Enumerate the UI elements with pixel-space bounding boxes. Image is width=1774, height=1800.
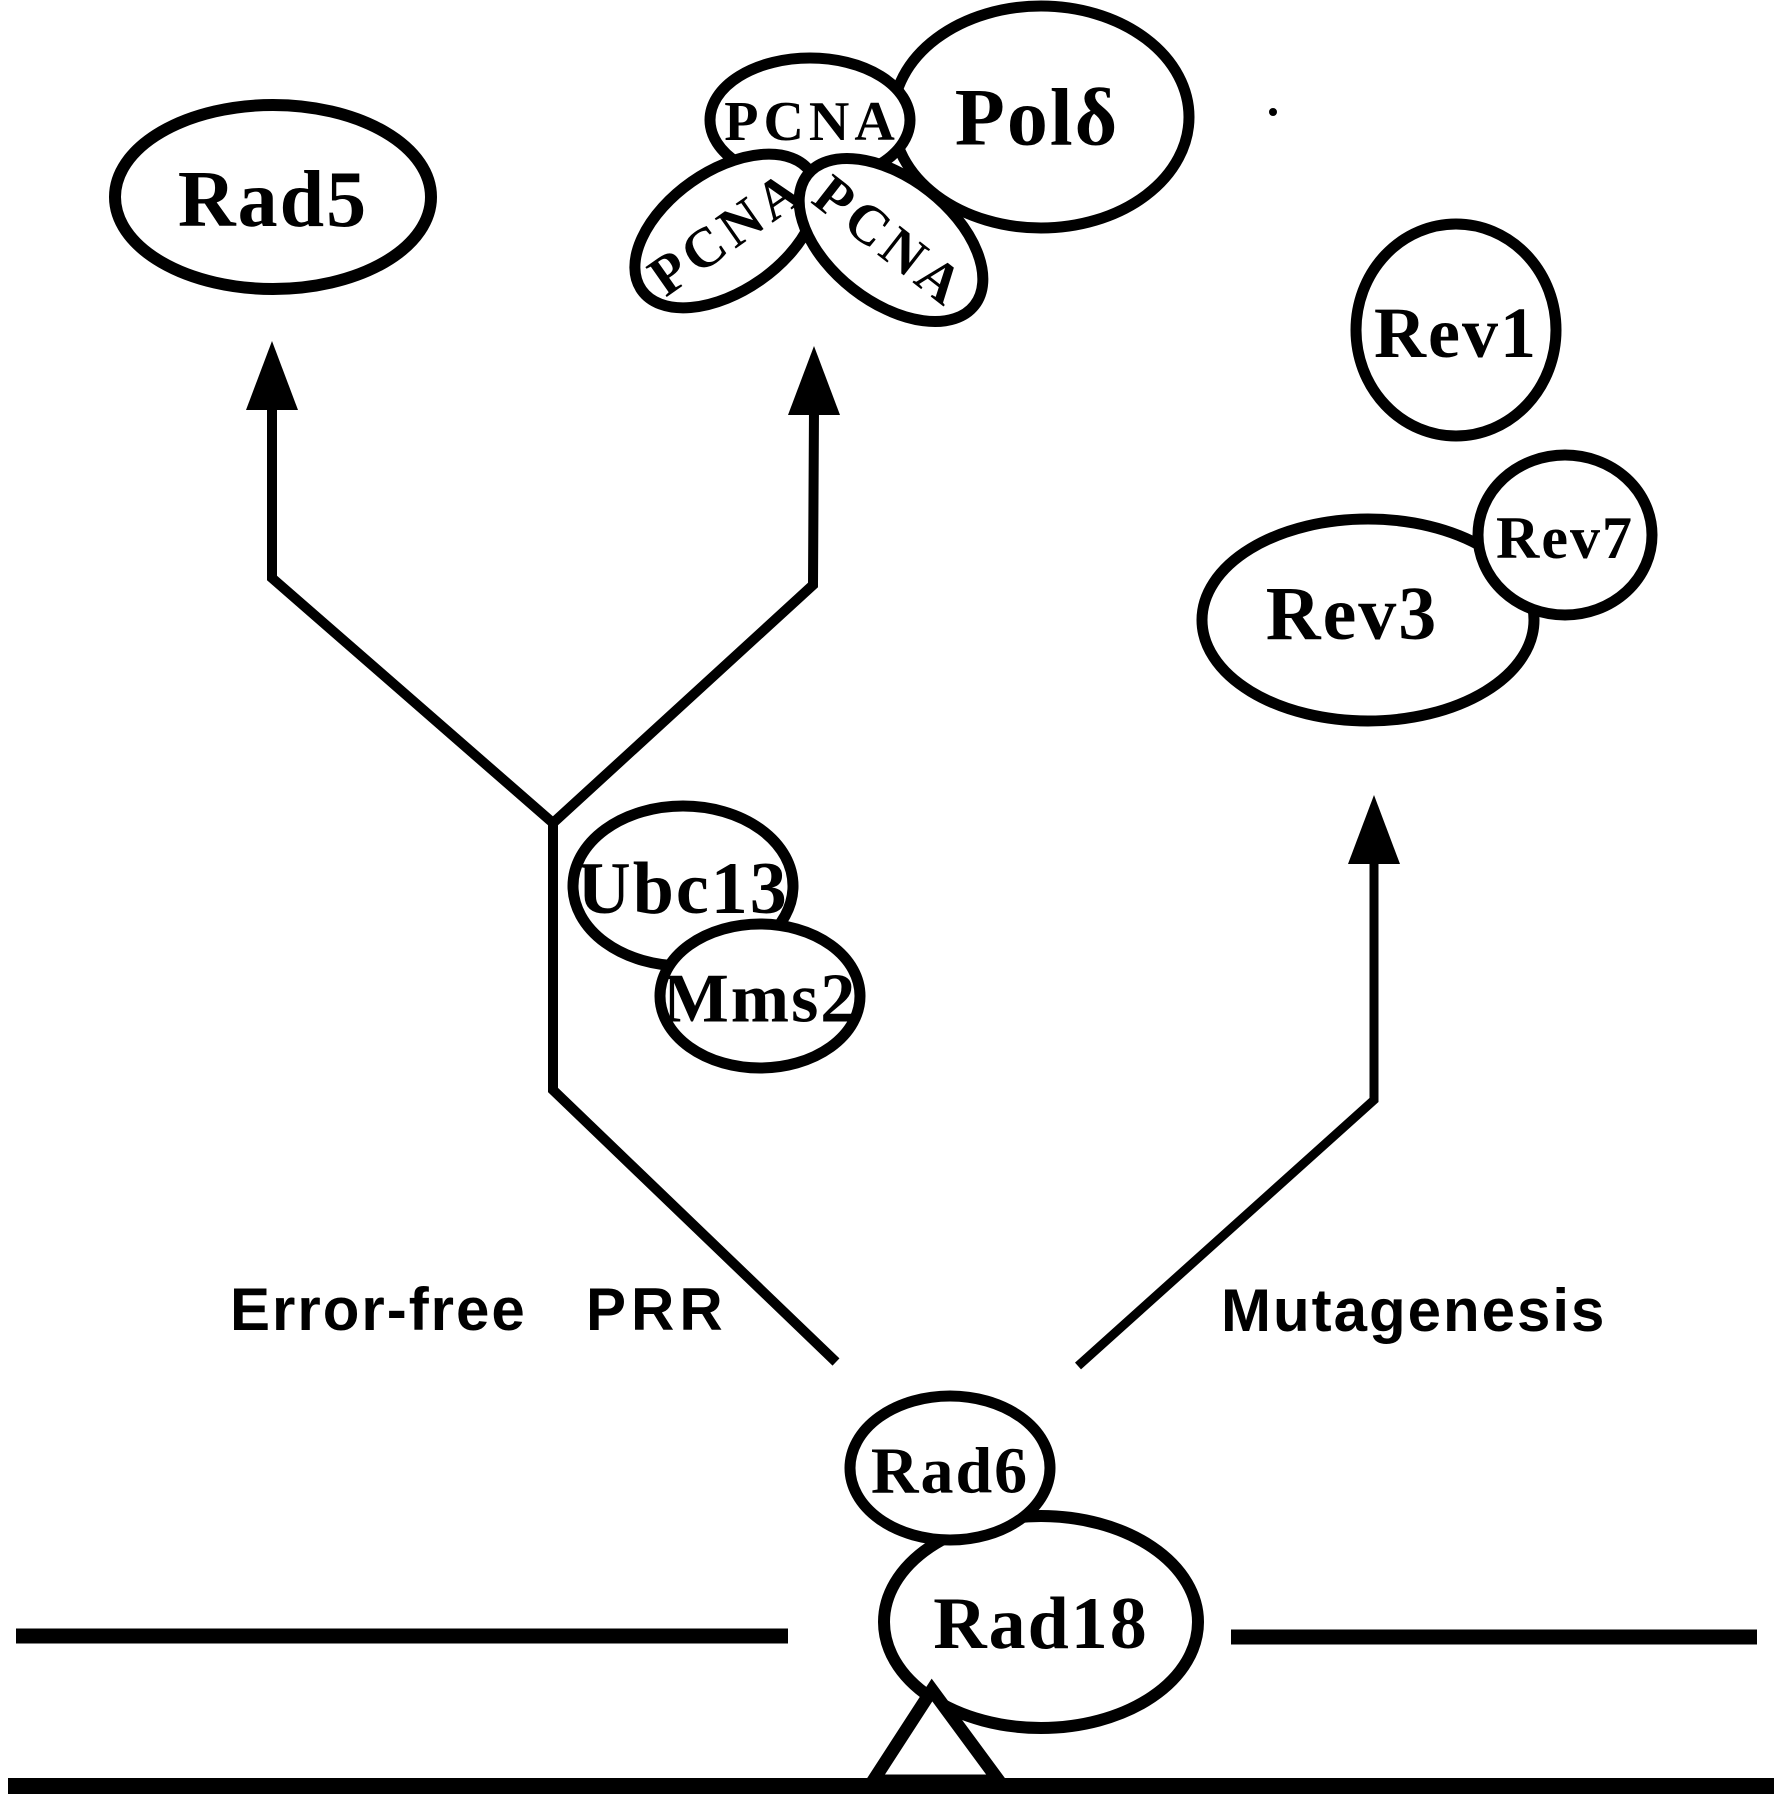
rev3-ellipse [1196, 513, 1540, 727]
mms2-label: Mms2 [663, 961, 858, 1038]
node-rev3: Rev3 [1196, 513, 1540, 727]
pcna-top-label: PCNA [724, 91, 900, 153]
error-free-right-branch-line [549, 407, 819, 827]
rad6-ellipse [844, 1390, 1056, 1546]
node-rev1: Rev1 [1350, 218, 1562, 442]
node-rad18: Rad18 [878, 1510, 1204, 1734]
rev1-label: Rev1 [1374, 293, 1538, 373]
rev3-label: Rev3 [1266, 572, 1439, 656]
print-artifact-dot [1269, 108, 1277, 116]
pol-delta-label: Polδ [955, 72, 1119, 163]
arrowhead-to-rev3-icon [1348, 795, 1400, 864]
rev7-ellipse [1472, 449, 1658, 621]
rad18-label: Rad18 [933, 1583, 1149, 1665]
node-pol-delta: Polδ [887, 0, 1195, 234]
rev7-label: Rev7 [1496, 505, 1634, 571]
prr-label: PRR [586, 1276, 728, 1343]
node-rev7: Rev7 [1472, 449, 1658, 621]
rad5-label: Rad5 [178, 156, 368, 244]
rad6-label: Rad6 [871, 1435, 1029, 1508]
node-rad6: Rad6 [844, 1390, 1056, 1546]
ubc13-label: Ubc13 [577, 848, 788, 930]
arrowhead-to-rad5-icon [246, 341, 298, 410]
rad5-ellipse [109, 99, 437, 295]
rad18-ellipse [878, 1510, 1204, 1734]
dna-lesion-triangle [861, 1678, 1012, 1788]
arrowhead-to-pcna-icon [788, 346, 840, 415]
rev1-ellipse [1350, 218, 1562, 442]
mutagenesis-branch-line [1074, 858, 1379, 1370]
mms2-ellipse [654, 918, 866, 1074]
pcna-right-ellipse [793, 152, 989, 328]
node-mms2: Mms2 [654, 918, 866, 1074]
node-rad5: Rad5 [109, 99, 437, 295]
mutagenesis-label: Mutagenesis [1221, 1277, 1606, 1344]
error-free-label: Error-free [230, 1276, 527, 1343]
